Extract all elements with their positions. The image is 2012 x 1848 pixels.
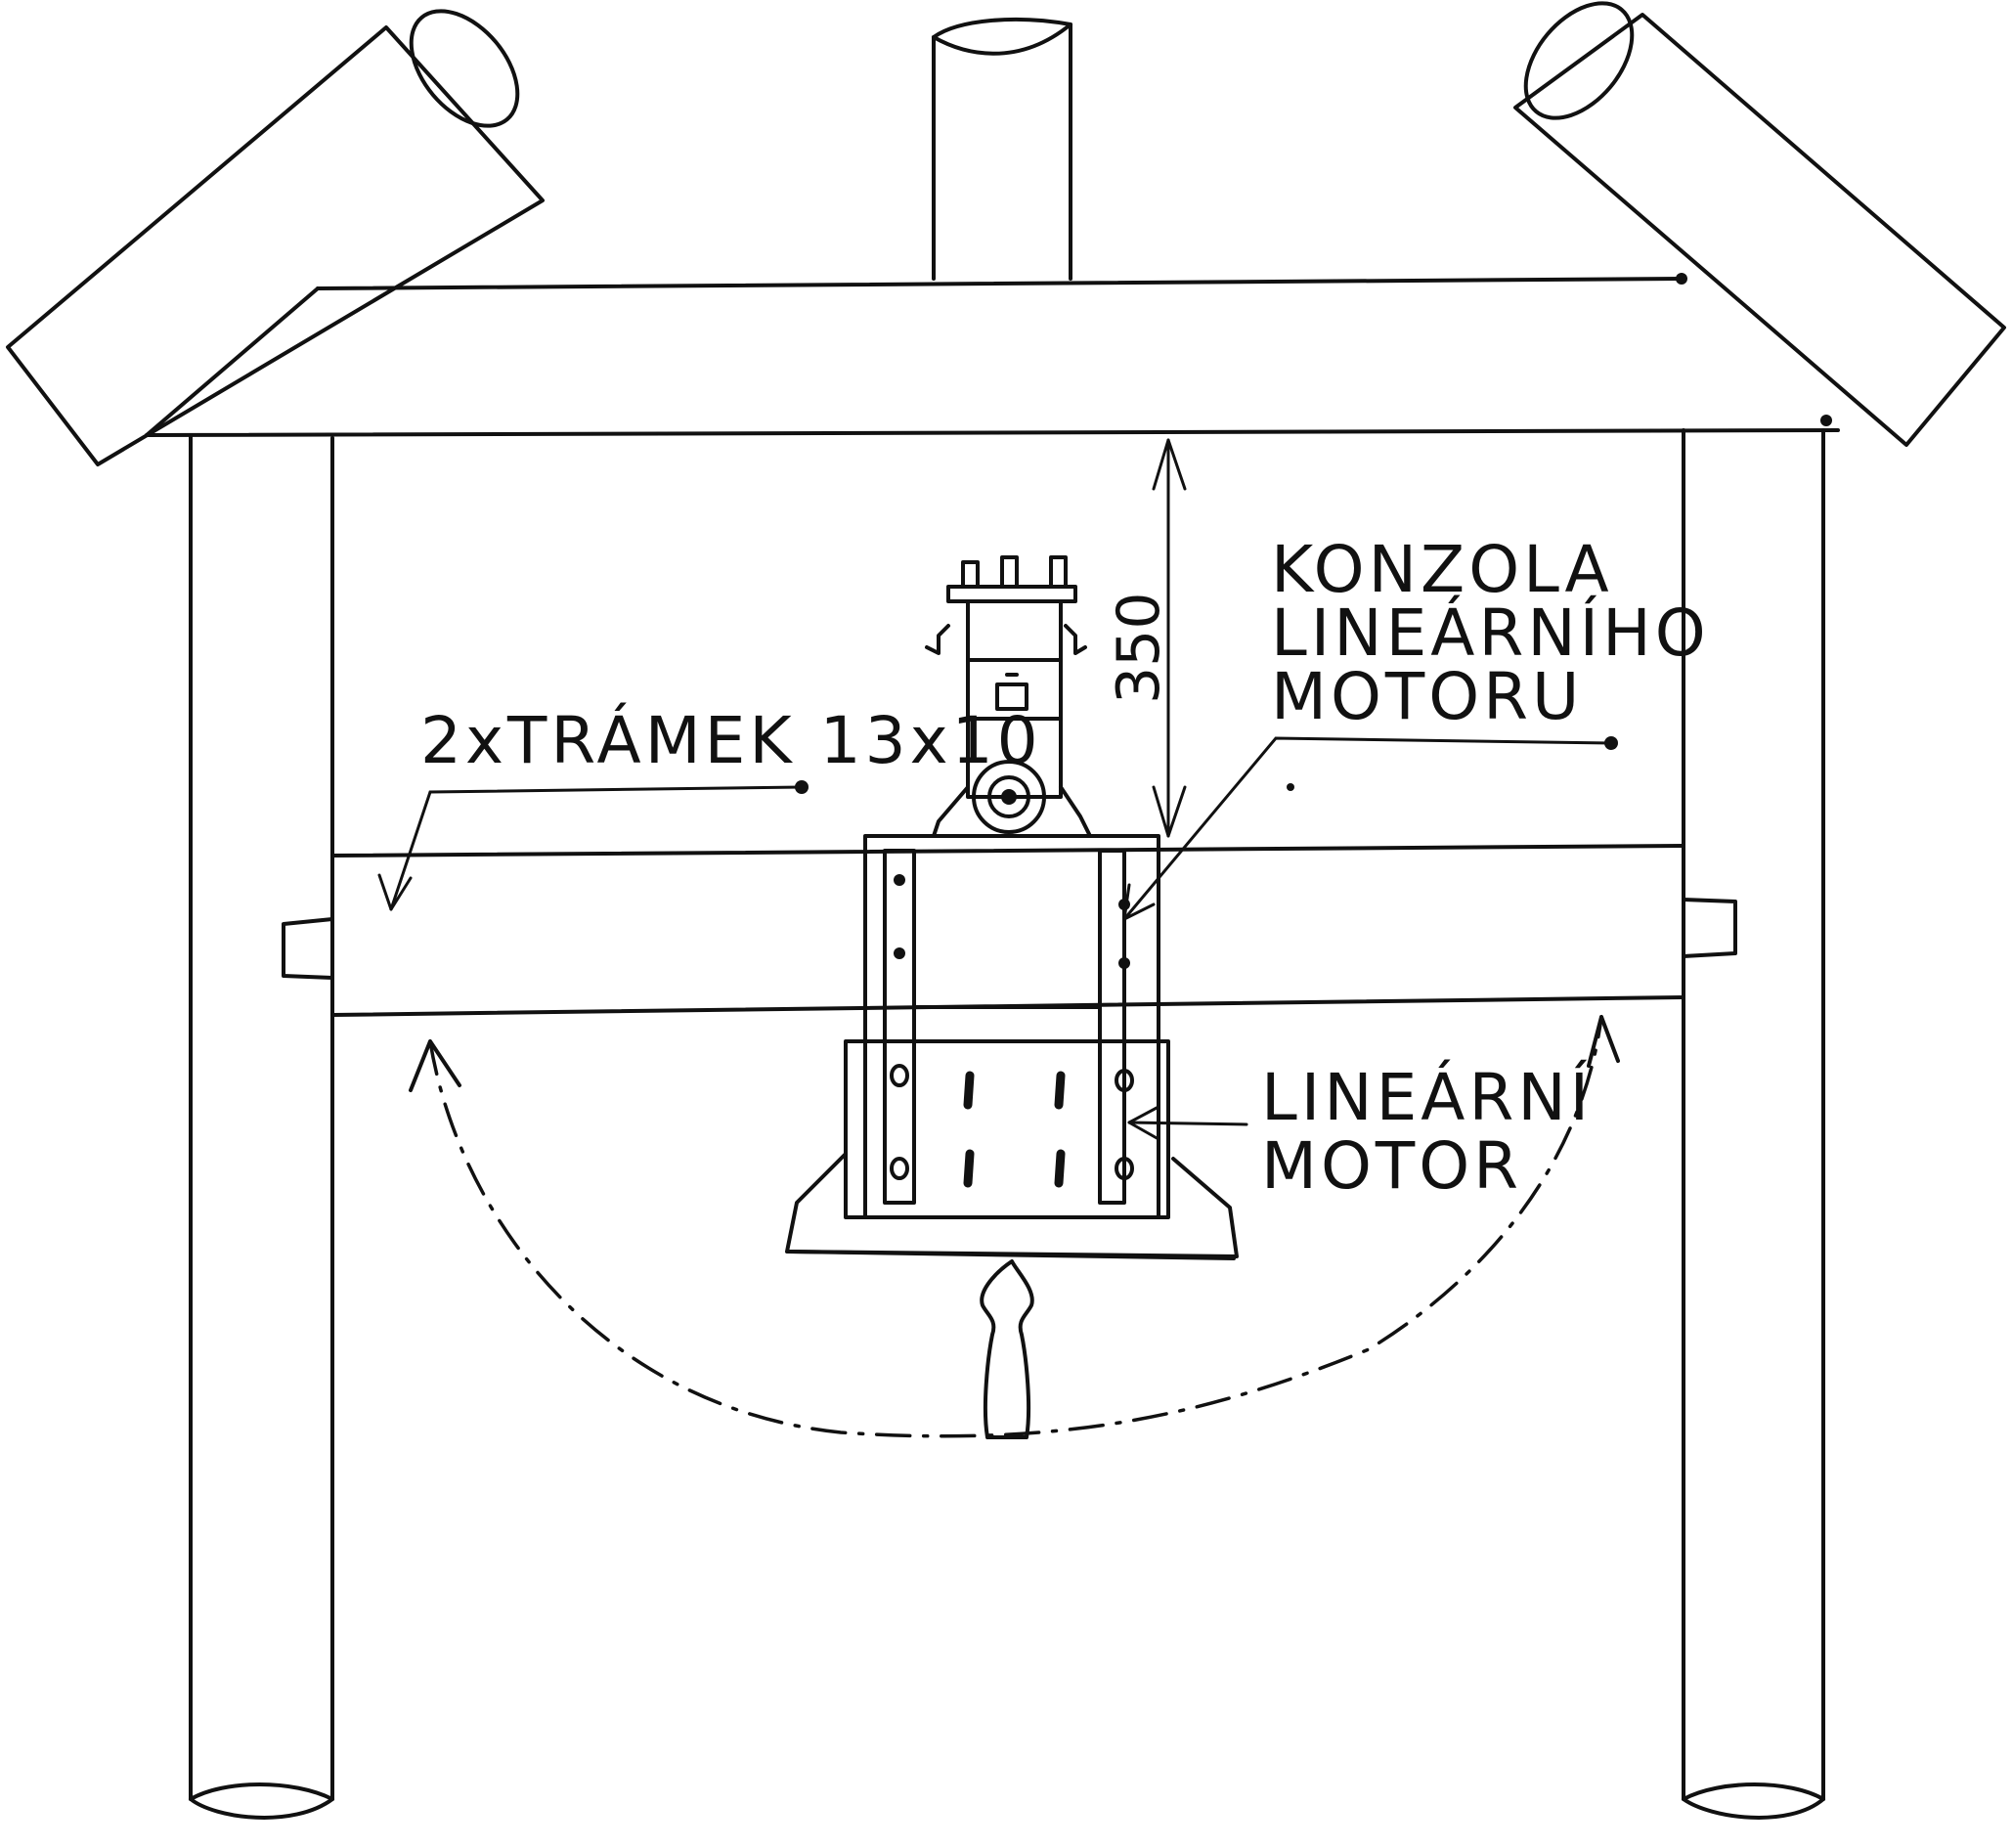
bracket-label-line3: MOTORU	[1271, 659, 1583, 734]
dimension-350	[1152, 438, 1187, 838]
right-vertical-post	[1682, 428, 1825, 1820]
top-header-beam	[145, 273, 1840, 437]
motor-bracket	[863, 834, 1160, 1219]
motor-label-line1: LINEÁRNÍ	[1261, 1059, 1593, 1135]
linear-motor	[785, 1039, 1239, 1260]
left-diagonal-log	[6, 9, 545, 466]
swing-arc-arrow-right	[1587, 1015, 1620, 1068]
bracket-label-line1: KONZOLA	[1271, 532, 1613, 607]
bracket-label-line2: LINEÁRNÍHO	[1271, 594, 1710, 671]
left-vertical-post	[189, 433, 334, 1820]
center-top-post	[932, 17, 1072, 281]
beam-leader	[377, 780, 809, 911]
swing-arc-arrow-left	[409, 1039, 461, 1092]
bell-clapper	[980, 1259, 1034, 1439]
motor-leader	[1127, 1105, 1248, 1141]
horizontal-double-beam	[282, 844, 1737, 1017]
bell-yoke-mechanism	[925, 555, 1092, 838]
beam-label: 2xTRÁMEK 13x10	[420, 703, 1042, 778]
bell-swing-arc	[428, 1015, 1603, 1438]
motor-label-line2: MOTOR	[1261, 1128, 1522, 1204]
dimension-value: 350	[1105, 592, 1173, 704]
right-diagonal-log	[1513, 1, 2006, 447]
bracket-leader	[1122, 736, 1618, 921]
